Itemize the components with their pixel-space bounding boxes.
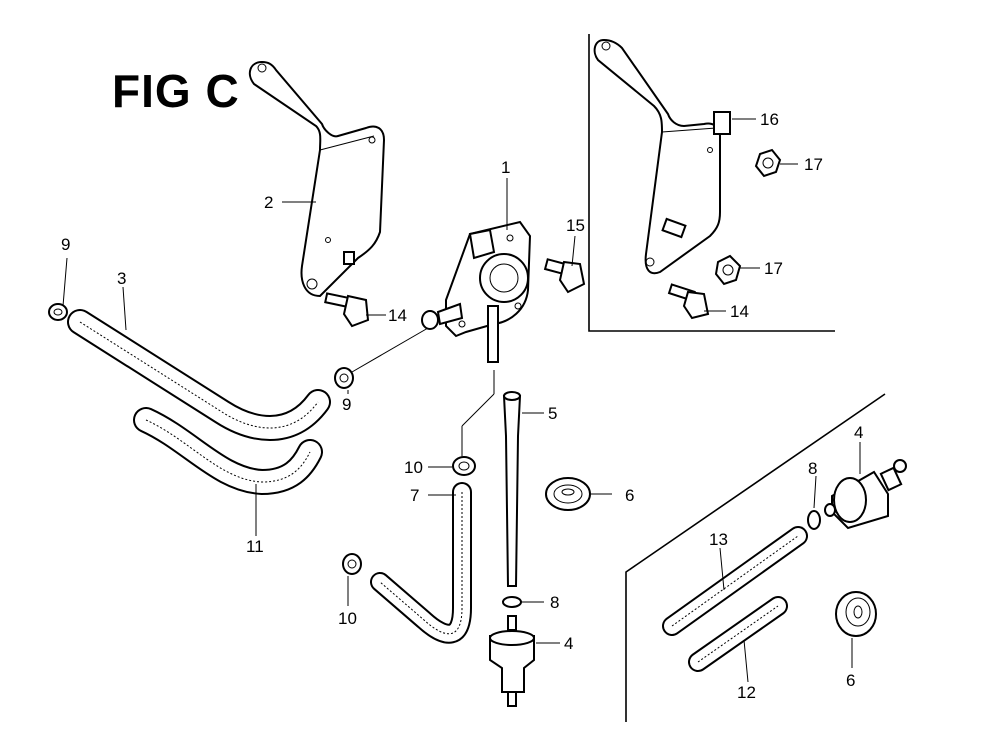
callout-12: 12 xyxy=(737,683,756,702)
bracket-part-16 xyxy=(593,38,731,275)
grommet-part-6-inset xyxy=(835,591,877,637)
fuel-filter-part-4-lower xyxy=(489,615,535,707)
bolt-part-14-left xyxy=(324,292,370,328)
callout-2: 2 xyxy=(264,193,274,212)
callout-8-lower: 8 xyxy=(550,593,560,612)
callout-3: 3 xyxy=(117,269,127,288)
nut-part-17-upper xyxy=(754,148,782,178)
callout-5: 5 xyxy=(548,404,558,423)
callout-7: 7 xyxy=(410,486,420,505)
callout-16: 16 xyxy=(760,110,779,129)
callout-9-left: 9 xyxy=(61,235,71,254)
leader-lines xyxy=(62,118,861,683)
callout-10-lower: 10 xyxy=(338,609,357,628)
callout-4-inset: 4 xyxy=(854,423,864,442)
bolt-part-15 xyxy=(543,258,586,294)
callout-1: 1 xyxy=(501,158,511,177)
bracket-part-2 xyxy=(248,60,386,298)
clip-part-10-upper xyxy=(452,456,476,476)
callout-6-center: 6 xyxy=(625,486,635,505)
inset-frame-upper-right xyxy=(588,34,835,332)
callout-15: 15 xyxy=(566,216,585,235)
fuel-pump-part-1 xyxy=(421,220,532,363)
callout-6-inset: 6 xyxy=(846,671,856,690)
callout-14-left: 14 xyxy=(388,306,407,325)
clip-part-10-lower xyxy=(342,553,362,575)
clip-part-8-inset xyxy=(807,510,821,530)
callout-13: 13 xyxy=(709,530,728,549)
figure-title: FIG C xyxy=(112,65,240,117)
callout-8-inset: 8 xyxy=(808,459,818,478)
callout-11: 11 xyxy=(246,537,264,556)
callout-17-upper: 17 xyxy=(804,155,823,174)
clip-part-9-left xyxy=(48,303,68,321)
clip-part-9-center xyxy=(334,367,354,389)
clip-part-8-lower xyxy=(502,596,522,608)
callout-4-lower: 4 xyxy=(564,634,574,653)
grommet-part-6-center xyxy=(545,477,591,511)
inset-frame-lower-right xyxy=(625,393,886,722)
fuel-filter-part-4-inset xyxy=(824,459,907,530)
tube-part-5 xyxy=(502,391,522,587)
bolt-part-14-inset xyxy=(667,283,710,320)
callout-10-upper: 10 xyxy=(404,458,423,477)
callout-9-center: 9 xyxy=(342,395,352,414)
callout-14-inset: 14 xyxy=(730,302,749,321)
callout-17-lower: 17 xyxy=(764,259,783,278)
nut-part-17-lower xyxy=(714,254,742,286)
